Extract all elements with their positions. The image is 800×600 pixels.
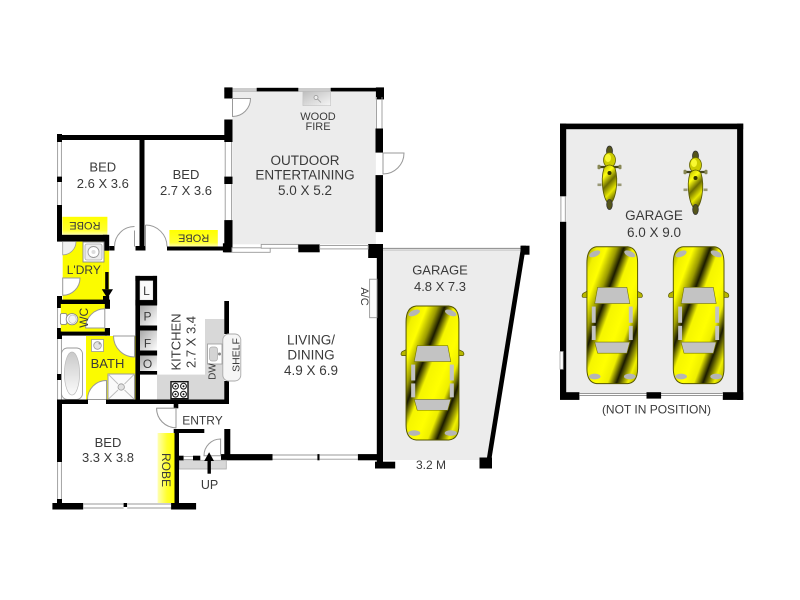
svg-text:ROBE: ROBE [178,231,209,243]
svg-text:A/C: A/C [358,287,370,305]
svg-text:BATH: BATH [91,356,125,371]
svg-text:OUTDOOR: OUTDOOR [271,153,340,168]
svg-text:WC: WC [77,307,91,327]
svg-text:LIVING/: LIVING/ [287,333,335,348]
svg-text:ENTERTAINING: ENTERTAINING [255,167,354,182]
svg-text:DINING: DINING [287,348,334,363]
svg-text:P: P [143,309,151,323]
svg-text:F: F [144,336,151,350]
svg-text:DW: DW [208,363,219,380]
svg-text:KITCHEN: KITCHEN [169,313,184,370]
svg-text:BED: BED [89,160,116,175]
svg-text:WOOD: WOOD [300,111,335,123]
svg-text:GARAGE: GARAGE [412,262,468,277]
svg-text:3.3 X 3.8: 3.3 X 3.8 [82,450,134,465]
svg-text:ROBE: ROBE [69,219,100,231]
svg-text:5.0 X 5.2: 5.0 X 5.2 [278,183,332,198]
svg-text:L: L [143,284,150,298]
svg-text:4.8 X 7.3: 4.8 X 7.3 [414,279,466,294]
svg-text:FIRE: FIRE [305,121,330,133]
svg-text:O: O [143,357,152,371]
svg-text:GARAGE: GARAGE [625,208,683,223]
svg-text:3.2 M: 3.2 M [416,458,446,472]
svg-text:(NOT IN POSITION): (NOT IN POSITION) [602,402,711,416]
svg-text:ENTRY: ENTRY [182,413,222,427]
svg-text:2.7 X 3.6: 2.7 X 3.6 [160,183,212,198]
svg-text:2.7 X 3.4: 2.7 X 3.4 [184,316,199,368]
svg-text:ROBE: ROBE [159,453,173,487]
svg-text:2.6 X 3.6: 2.6 X 3.6 [77,176,129,191]
svg-text:BED: BED [95,435,122,450]
svg-text:6.0 X 9.0: 6.0 X 9.0 [627,225,681,240]
svg-text:SHELF: SHELF [230,338,242,372]
svg-text:BED: BED [173,167,200,182]
svg-text:4.9 X 6.9: 4.9 X 6.9 [284,363,338,378]
svg-text:UP: UP [201,478,218,492]
svg-text:L'DRY: L'DRY [67,263,101,277]
